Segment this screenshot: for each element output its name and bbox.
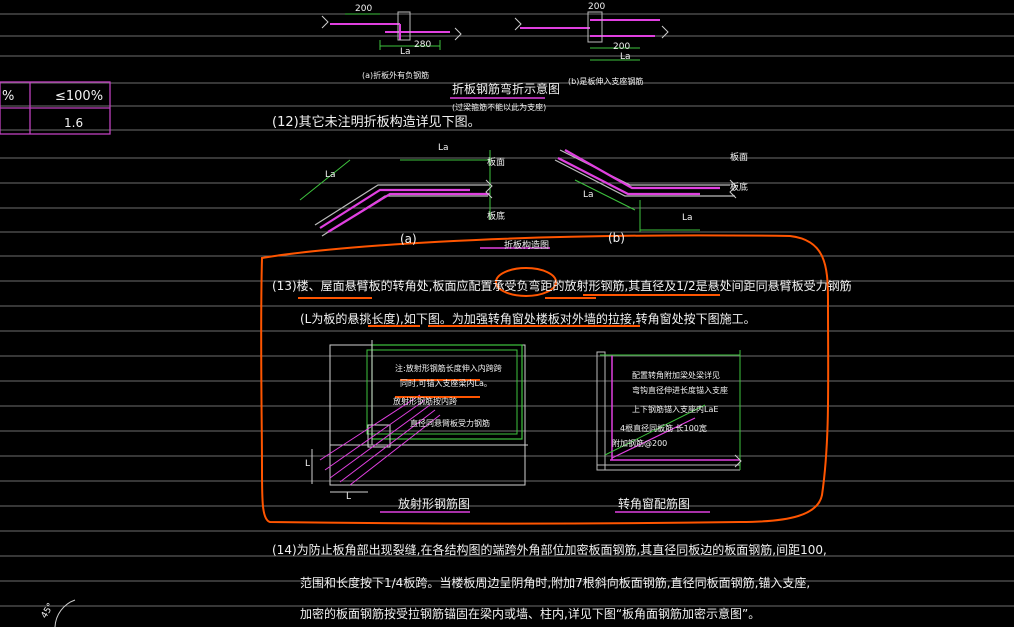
fold-b-caption: (b) — [608, 231, 625, 245]
fold-b-la-2: La — [682, 213, 693, 223]
fold-a-bandi: 板底 — [487, 212, 506, 222]
top-dim-200-a: 200 — [355, 4, 373, 14]
radial-note-4: 直径同悬臂板受力钢筋 — [410, 419, 490, 428]
corner-title: 转角窗配筋图 — [618, 497, 691, 511]
fold-a-caption: (a) — [400, 232, 417, 246]
corner-note-3: 上下钢筋锚入支座内LaE — [632, 405, 719, 414]
corner-note-5: 附加钢筋@200 — [612, 439, 668, 448]
top-dim-la-b: La — [620, 52, 631, 62]
top-caption-b: (b)是板伸入支座钢筋 — [568, 77, 644, 86]
fold-figure-title: 折板构造图 — [504, 241, 550, 251]
table-cell-pct: % — [2, 89, 15, 104]
top-caption-a: (a)折板外有负钢筋 — [362, 71, 430, 80]
top-dim-la-a: La — [400, 47, 411, 57]
top-detail-b — [514, 11, 669, 61]
radial-note-1: 注:放射形钢筋长度伸入内跨跨 — [395, 364, 502, 373]
radial-note-3: 放射形钢筋按内跨 — [393, 397, 457, 406]
corner-note-2: 弯钩直径伸进长度锚入支座 — [632, 386, 728, 395]
corner-detail — [596, 350, 742, 471]
fold-detail-a — [299, 150, 493, 237]
corner-note-1: 配置转角附加梁处梁详见 — [632, 371, 720, 380]
radial-note-underlines — [395, 379, 480, 398]
radial-note-2: 同时,可锚入支座梁内La。 — [400, 379, 492, 388]
top-dim-200-b: 200 — [588, 2, 606, 12]
top-figure-title: 折板钢筋弯折示意图 — [452, 82, 561, 96]
radial-dim-l-h: L — [346, 492, 352, 502]
fold-a-banmian: 板面 — [487, 158, 506, 168]
top-figure-note: (过梁箍筋不能以此为支座) — [452, 103, 547, 112]
top-dim-280: 280 — [414, 40, 432, 50]
fold-detail-b — [554, 149, 737, 232]
fold-a-la-2: La — [325, 170, 336, 180]
left-table — [0, 81, 111, 135]
note-12: (12)其它未注明折板构造详见下图。 — [272, 115, 481, 130]
radial-detail — [311, 340, 528, 493]
note-14-line3: 加密的板面钢筋按受拉钢筋锚固在梁内或墙、柱内,详见下图“板角面钢筋加密示意图”。 — [300, 607, 761, 621]
note-13-line2: (L为板的悬挑长度),如下图。为加强转角窗处楼板对外墙的拉接,转角窗处按下图施工… — [300, 312, 756, 326]
orange-markup — [260, 234, 830, 525]
note-14-line2: 范围和长度按下1/4板跨。当楼板周边呈阴角时,附加7根斜向板面钢筋,直径同板面钢… — [300, 576, 811, 590]
grid-lines — [0, 13, 1014, 607]
fold-a-la: La — [438, 143, 449, 153]
table-cell-num: 1.6 — [64, 116, 84, 130]
radial-title: 放射形钢筋图 — [398, 497, 471, 511]
fold-b-banmian: 板面 — [730, 153, 749, 163]
table-cell-limit: ≤100% — [55, 89, 104, 104]
note-13-line1: (13)楼、屋面悬臂板的转角处,板面应配置承受负弯距的放射形钢筋,其直径及1/2… — [272, 279, 852, 293]
fold-b-bandi: 板底 — [730, 183, 749, 193]
corner-note-4: 4根直径同板筋 长100宽 — [620, 424, 707, 433]
note-14-line1: (14)为防止板角部出现裂缝,在各结构图的端跨外角部位加密板面钢筋,其直径同板边… — [272, 543, 827, 557]
top-dim-200-c: 200 — [613, 42, 631, 52]
top-detail-a — [321, 11, 462, 50]
angle-arc — [54, 599, 76, 627]
fold-b-la: La — [583, 190, 594, 200]
radial-dim-l-v: L — [305, 459, 311, 469]
